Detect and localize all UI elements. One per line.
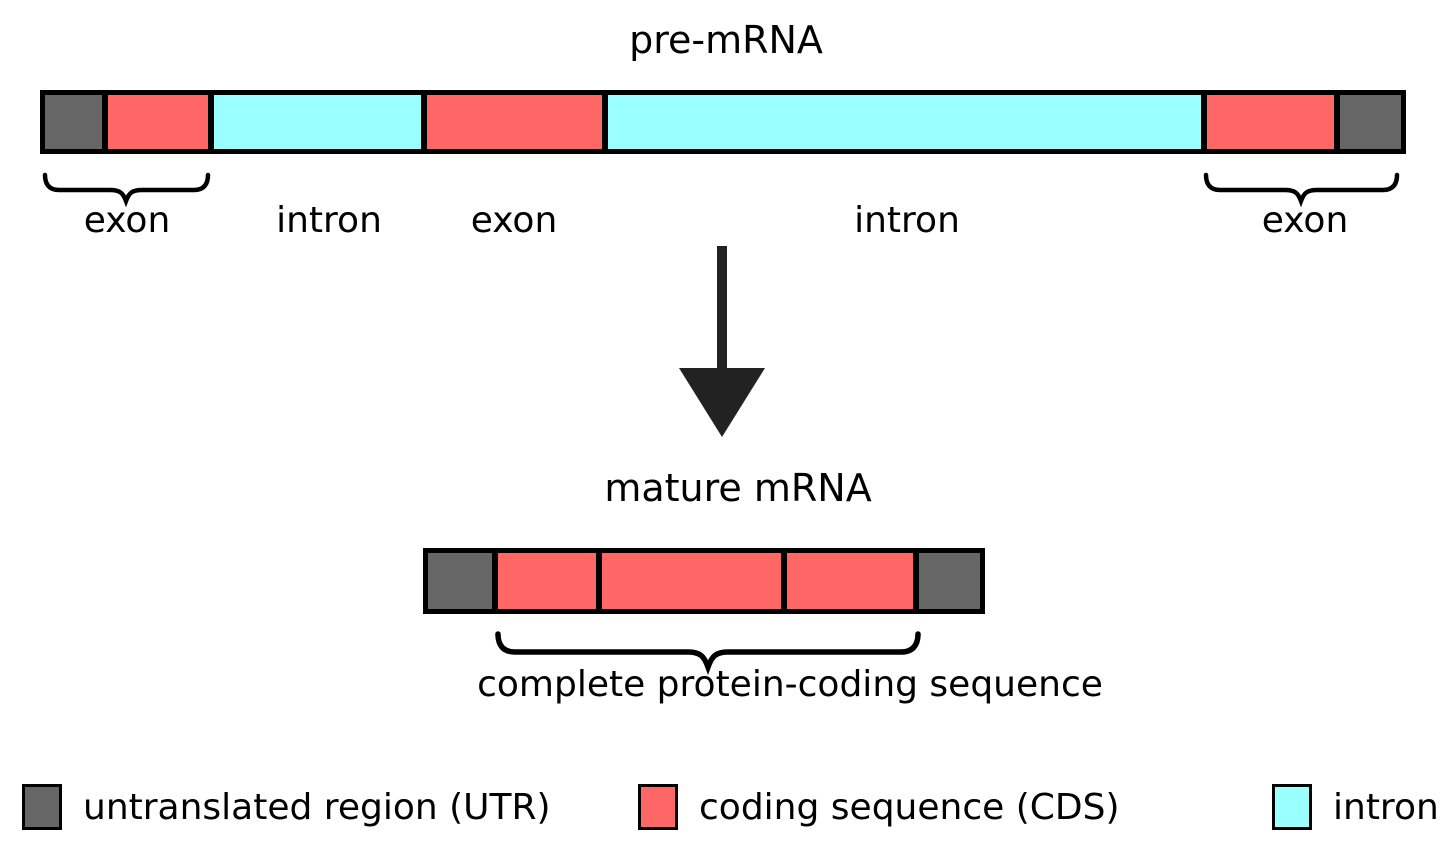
region-label-exon-3: exon bbox=[1261, 200, 1349, 241]
cds-swatch-icon bbox=[638, 784, 678, 830]
segment-cds bbox=[494, 550, 599, 612]
region-label-exon-1: exon bbox=[83, 200, 171, 241]
legend-label-cds: coding sequence (CDS) bbox=[699, 786, 1120, 828]
mature-mrna-bar bbox=[423, 548, 985, 614]
pre-mrna-bar bbox=[40, 90, 1406, 154]
segment-utr bbox=[1337, 92, 1404, 152]
left-exon-brace-icon bbox=[42, 172, 211, 208]
pre-mrna-title: pre-mRNA bbox=[629, 18, 823, 62]
segment-intron bbox=[211, 92, 424, 152]
segment-cds bbox=[423, 92, 606, 152]
region-label-intron-1: intron bbox=[276, 200, 382, 241]
legend-label-utr: untranslated region (UTR) bbox=[83, 786, 551, 828]
mature-mrna-title: mature mRNA bbox=[604, 466, 872, 510]
intron-swatch-icon bbox=[1272, 784, 1312, 830]
segment-cds bbox=[784, 550, 917, 612]
segment-cds bbox=[598, 550, 785, 612]
legend-item-cds: coding sequence (CDS) bbox=[638, 783, 1120, 831]
cds-caption: complete protein-coding sequence bbox=[477, 664, 1103, 705]
segment-cds bbox=[1203, 92, 1338, 152]
segment-utr bbox=[42, 92, 105, 152]
utr-swatch-icon bbox=[22, 784, 62, 830]
segment-utr bbox=[916, 550, 983, 612]
cds-brace-icon bbox=[495, 631, 921, 676]
legend-item-intron: intron bbox=[1272, 783, 1439, 831]
legend-label-intron: intron bbox=[1333, 786, 1439, 828]
region-label-intron-2: intron bbox=[854, 200, 960, 241]
down-arrow-icon bbox=[679, 246, 765, 437]
segment-utr bbox=[425, 550, 495, 612]
region-label-exon-2: exon bbox=[470, 200, 558, 241]
right-exon-brace-icon bbox=[1203, 172, 1400, 208]
legend-item-utr: untranslated region (UTR) bbox=[22, 783, 551, 831]
segment-cds bbox=[104, 92, 212, 152]
segment-intron bbox=[605, 92, 1204, 152]
